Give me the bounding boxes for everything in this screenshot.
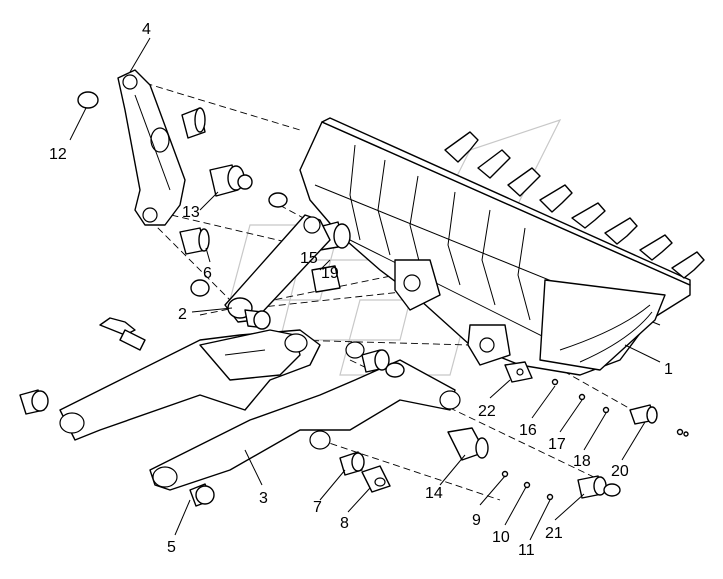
callout-5: 5: [167, 539, 176, 556]
fasteners: [501, 378, 689, 501]
callouts: 1 2 3 4 5 6 7 8 9 10 11 12 13 14 15 16 1…: [49, 21, 673, 559]
pin-top-left: [99, 317, 146, 351]
callout-18: 18: [573, 453, 591, 470]
callout-8: 8: [340, 515, 349, 532]
callout-19: 19: [321, 265, 339, 282]
pin-7-8: [339, 451, 391, 493]
link-plate: [117, 69, 186, 226]
callout-11: 11: [518, 542, 535, 559]
callout-16: 16: [519, 422, 537, 439]
small-hardware: [179, 107, 351, 297]
bushing-21: [577, 475, 621, 499]
leader-lines: [69, 37, 661, 541]
pin-20: [629, 404, 658, 425]
callout-7: 7: [313, 499, 322, 516]
pin-14: [447, 427, 489, 461]
callout-21: 21: [545, 525, 563, 542]
bushing-mid: [361, 349, 405, 378]
bushing-left: [19, 389, 49, 415]
bushing-5: [189, 483, 215, 507]
callout-2: 2: [178, 306, 187, 323]
callout-13: 13: [182, 204, 200, 221]
boom-frame: [59, 329, 461, 491]
bucket: [299, 117, 705, 376]
callout-3: 3: [259, 490, 268, 507]
callout-15: 15: [300, 250, 318, 267]
callout-20: 20: [611, 463, 629, 480]
plate-22: [504, 361, 533, 383]
callout-10: 10: [492, 529, 510, 546]
bushing-2: [227, 297, 271, 330]
ring-12: [77, 91, 99, 109]
callout-17: 17: [548, 436, 566, 453]
callout-4: 4: [142, 21, 151, 38]
callout-1: 1: [664, 361, 673, 378]
callout-12: 12: [49, 146, 67, 163]
callout-6: 6: [203, 265, 212, 282]
callout-9: 9: [472, 512, 481, 529]
callout-22: 22: [478, 403, 496, 420]
callout-14: 14: [425, 485, 443, 502]
